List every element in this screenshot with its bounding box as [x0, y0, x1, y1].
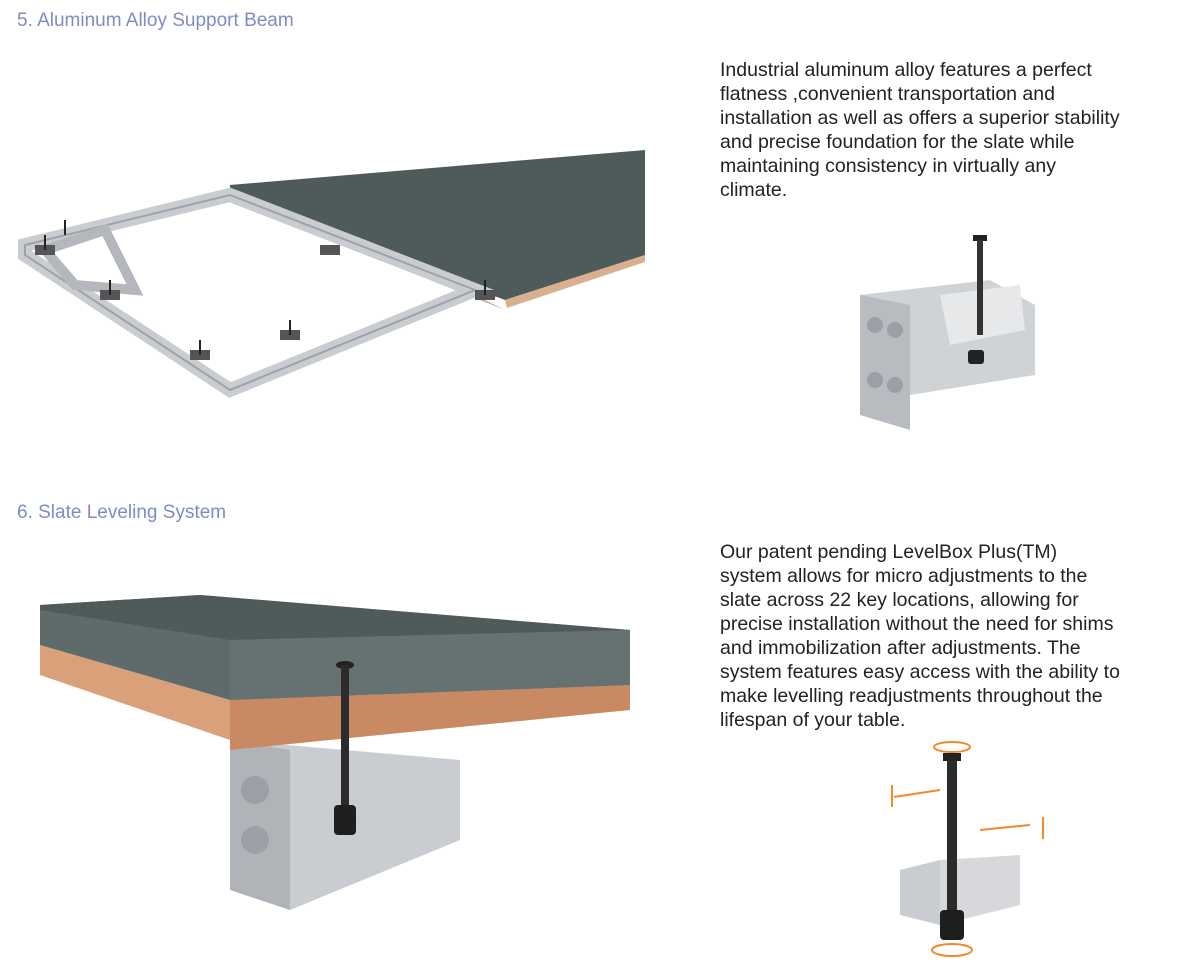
- beam-bracket-detail-illustration: [860, 235, 1035, 430]
- vertical-adjust-arrow-icon: [891, 785, 1044, 839]
- text-line: flatness ,convenient transportation and: [720, 83, 1055, 105]
- levelbox-detail-illustration: [891, 741, 1044, 957]
- text-line: make levelling readjustments throughout …: [720, 685, 1103, 707]
- section-heading-leveling-system: 6. Slate Leveling System: [17, 502, 227, 523]
- text-line: installation as well as offers a superio…: [720, 107, 1120, 129]
- leveling-system-description: Our patent pending LevelBox Plus(TM) sys…: [720, 540, 1120, 732]
- support-beam-frame-illustration: [18, 150, 645, 398]
- text-line: precise installation without the need fo…: [720, 613, 1114, 635]
- text-line: lifespan of your table.: [720, 709, 906, 731]
- support-beam-description: Industrial aluminum alloy features a per…: [720, 58, 1120, 202]
- text-line: Industrial aluminum alloy features a per…: [720, 59, 1092, 81]
- rotation-arrow-icon: [931, 741, 973, 957]
- text-line: slate across 22 key locations, allowing …: [720, 589, 1079, 611]
- text-line: and immobilization after adjustments. Th…: [720, 637, 1081, 659]
- text-line: system features easy access with the abi…: [720, 661, 1120, 683]
- text-line: Our patent pending LevelBox Plus(TM): [720, 541, 1058, 563]
- slate-leveling-illustration: [40, 595, 630, 910]
- text-line: and precise foundation for the slate whi…: [720, 131, 1075, 153]
- section-heading-support-beam: 5. Aluminum Alloy Support Beam: [17, 10, 294, 31]
- text-line: system allows for micro adjustments to t…: [720, 565, 1088, 587]
- text-line: maintaining consistency in virtually any: [720, 155, 1056, 177]
- text-line: climate.: [720, 179, 788, 201]
